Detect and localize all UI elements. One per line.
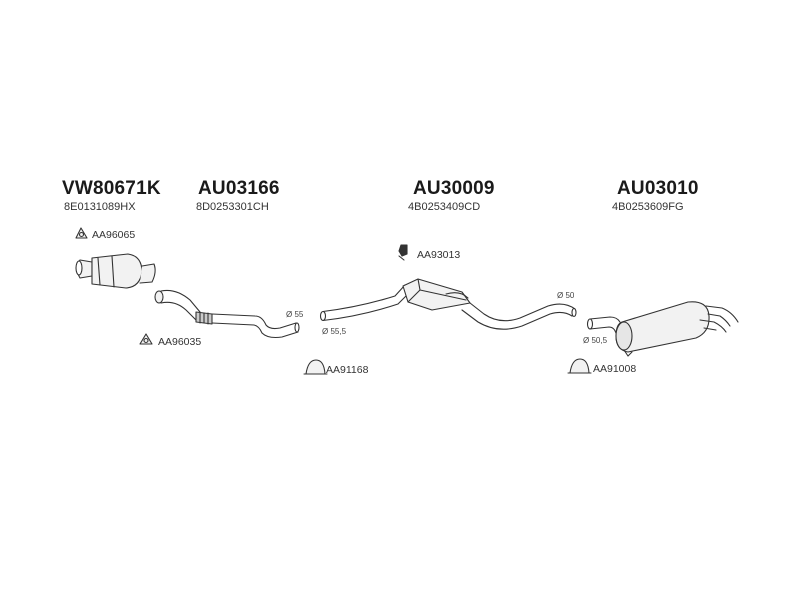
clamp-icon[interactable] [567,358,592,374]
gasket-icon[interactable] [75,227,88,239]
accessory-label-gasket-1[interactable]: AA96065 [92,229,136,241]
part-code-front-pipe[interactable]: AU03166 [198,178,280,199]
rear-silencer-icon[interactable] [586,301,739,357]
middle-silencer-icon[interactable] [319,278,577,330]
diameter-label-front-pipe: Ø 55 [286,310,304,319]
front-pipe-icon[interactable] [154,289,300,339]
catalytic-converter-icon[interactable] [75,253,156,289]
accessory-label-clamp-2[interactable]: AA91008 [593,363,637,375]
oem-number-catalytic: 8E0131089HX [64,201,136,213]
accessory-label-clamp-1[interactable]: AA91168 [326,364,369,376]
diameter-label-rear-inlet: Ø 50,5 [583,336,608,345]
accessory-label-gasket-2[interactable]: AA96035 [158,336,202,348]
clamp-icon[interactable] [303,359,328,375]
rubber-mount-icon[interactable] [398,244,408,261]
oem-number-middle-silencer: 4B0253409CD [408,201,481,213]
part-code-middle-silencer[interactable]: AU30009 [413,178,495,199]
gasket-icon[interactable] [139,333,153,345]
oem-number-rear-silencer: 4B0253609FG [612,201,684,213]
part-code-catalytic[interactable]: VW80671K [62,178,161,199]
diameter-label-middle-inlet: Ø 55,5 [322,327,347,336]
oem-number-front-pipe: 8D0253301CH [196,201,269,213]
accessory-label-rubber-mount[interactable]: AA93013 [417,249,461,261]
diameter-label-middle-outlet: Ø 50 [557,291,575,300]
part-code-rear-silencer[interactable]: AU03010 [617,178,699,199]
